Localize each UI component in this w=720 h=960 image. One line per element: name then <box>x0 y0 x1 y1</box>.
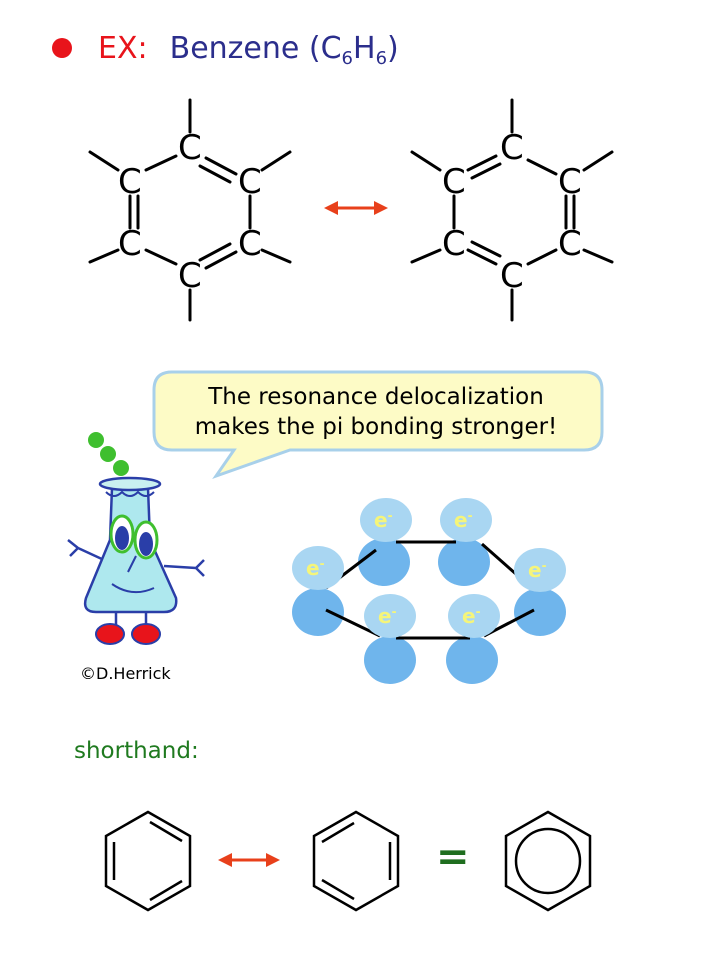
formula-h-subscript: 6 <box>375 47 388 69</box>
bullet-dot <box>52 38 72 58</box>
resonance-arrow-shorthand <box>218 853 280 867</box>
slide-title: EX: Benzene (C6H6) <box>52 26 399 70</box>
atom-c: C <box>118 162 142 202</box>
formula-h: H <box>353 30 376 66</box>
electron-label: e- <box>378 604 397 628</box>
title-text: Benzene (C6H6) <box>169 30 399 69</box>
shorthand-label: shorthand: <box>74 738 199 764</box>
electron-label: e- <box>374 508 393 532</box>
kekule-structure-right <box>410 98 614 322</box>
formula-c-subscript: 6 <box>341 47 353 69</box>
hexagon-kekule-1 <box>104 810 192 912</box>
ex-label: EX: <box>98 30 148 66</box>
kekule-structure-left <box>88 98 292 322</box>
electron-label: e- <box>454 508 473 532</box>
bubble-line-1: The resonance delocalization <box>208 384 544 410</box>
atom-c: C <box>558 224 582 264</box>
atom-c: C <box>178 128 202 168</box>
credit-text: ©D.Herrick <box>80 664 171 683</box>
atom-c: C <box>558 162 582 202</box>
electron-label: e- <box>528 558 547 582</box>
electron-label: e- <box>462 604 481 628</box>
hexagon-delocalized <box>504 810 592 912</box>
atom-c: C <box>500 128 524 168</box>
hexagon-kekule-2 <box>312 810 400 912</box>
resonance-arrow-top <box>324 201 388 215</box>
orbital-lobes-top <box>292 498 566 638</box>
electron-label: e- <box>306 556 325 580</box>
atom-c: C <box>238 162 262 202</box>
title-close-paren: ) <box>387 30 399 66</box>
equals-sign: = <box>436 834 470 880</box>
title-name: Benzene ( <box>169 30 321 66</box>
orbital-lobes-bottom <box>292 538 566 684</box>
bubble-line-2: makes the pi bonding stronger! <box>194 414 558 440</box>
atom-c: C <box>442 224 466 264</box>
atom-c: C <box>118 224 142 264</box>
atom-c: C <box>442 162 466 202</box>
speech-bubble-text: The resonance delocalization makes the p… <box>160 382 592 442</box>
atom-c: C <box>238 224 262 264</box>
atom-c: C <box>178 256 202 296</box>
atom-c: C <box>500 256 524 296</box>
formula-c: C <box>320 30 342 66</box>
